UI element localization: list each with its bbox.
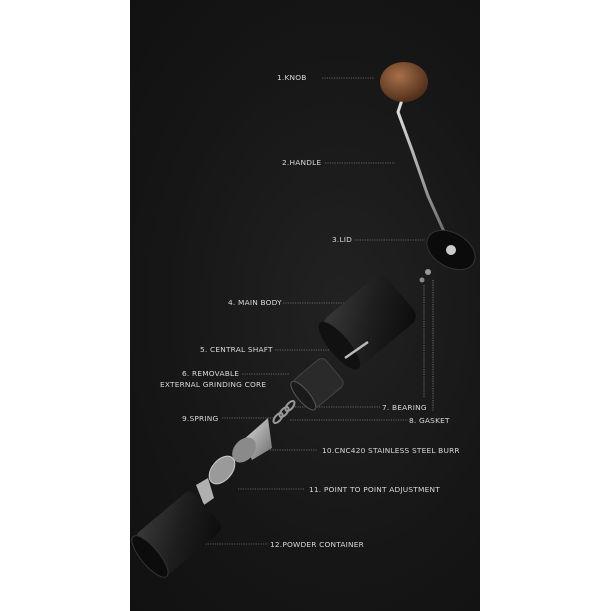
grinding-core [290,358,344,411]
label-core-line1: 6. REMOVABLE [182,369,240,378]
label-handle: 2.HANDLE [282,158,322,167]
label-spring: 9.SPRING [182,414,219,423]
leader-lines [198,77,434,545]
label-lid: 3.LID [332,235,353,244]
label-burr: 10.CNC420 STAINLESS STEEL BURR [322,446,460,455]
label-central-shaft: 5. CENTRAL SHAFT [200,345,273,354]
label-core-line2: EXTERNAL GRINDING CORE [160,380,267,389]
spring [272,400,296,424]
powder-container [131,491,221,578]
label-container: 12.POWDER CONTAINER [270,540,364,549]
label-adjustment: 11. POINT TO POINT ADJUSTMENT [309,485,440,494]
main-body [318,275,416,370]
adjustment-disk [208,455,236,485]
adjustment-nut [196,478,214,505]
label-bearing: 7. BEARING [382,403,427,412]
label-gasket: 8. GASKET [409,416,450,425]
knob [380,62,428,102]
label-knob: 1.KNOB [277,73,307,82]
label-main-body: 4. MAIN BODY [228,298,282,307]
handle [396,99,448,237]
central-shaft [344,340,369,360]
